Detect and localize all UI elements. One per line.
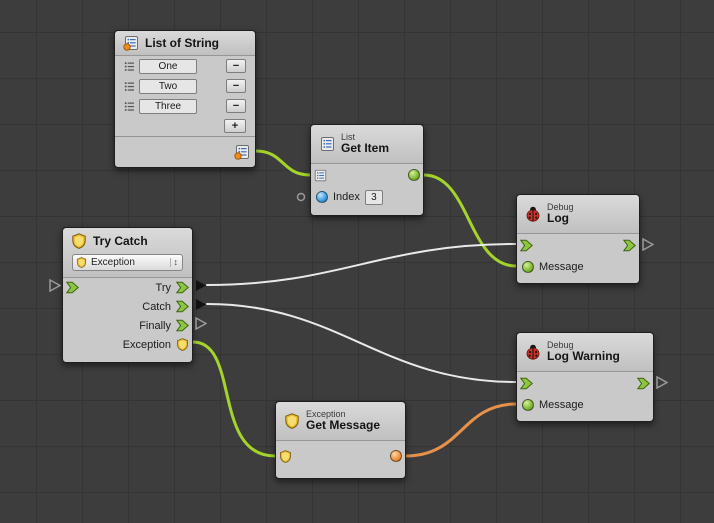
list-type-icon: [319, 136, 335, 152]
wire-list-to-getitem[interactable]: [254, 149, 312, 177]
catch-output-port[interactable]: [176, 300, 189, 313]
message-label: Message: [539, 399, 584, 411]
catch-output-stub-triangle[interactable]: [195, 298, 207, 311]
trycatch-input-stub-triangle[interactable]: [49, 279, 61, 292]
node-title: Get Item: [341, 141, 390, 156]
wire-catch-to-logwarning[interactable]: [206, 303, 517, 383]
list-item-icon: [124, 101, 135, 112]
list-item-icon: [124, 61, 135, 72]
node-title: Log: [547, 211, 569, 226]
log-output-stub-triangle[interactable]: [642, 238, 654, 251]
port-label-exception: Exception: [122, 338, 171, 351]
port-label-try: Try: [155, 281, 171, 294]
node-get-item[interactable]: List Get Item Index: [310, 124, 424, 216]
node-try-catch[interactable]: Try Catch Exception ↕ Try: [62, 227, 193, 363]
remove-item-button-2[interactable]: −: [226, 99, 246, 113]
finally-output-port[interactable]: [176, 319, 189, 332]
flow-output-port[interactable]: [637, 377, 650, 390]
exception-output-port[interactable]: [176, 338, 189, 351]
port-label-finally: Finally: [139, 319, 171, 332]
port-label-catch: Catch: [142, 300, 171, 313]
wire-try-to-log[interactable]: [206, 243, 517, 286]
node-get-message[interactable]: Exception Get Message: [275, 401, 406, 479]
logwarning-output-stub-triangle[interactable]: [656, 376, 668, 389]
shield-icon: [76, 257, 87, 268]
flow-input-port[interactable]: [66, 281, 79, 294]
node-log[interactable]: Debug Log Message: [516, 194, 640, 284]
list-output-port[interactable]: [234, 144, 250, 160]
wire-exception-to-getmessage[interactable]: [191, 340, 277, 458]
list-item-input-2[interactable]: [139, 98, 197, 114]
remove-item-button-1[interactable]: −: [226, 79, 246, 93]
remove-item-button-0[interactable]: −: [226, 59, 246, 73]
dropdown-value: Exception: [91, 257, 135, 268]
node-log-warning[interactable]: Debug Log Warning Message: [516, 332, 654, 422]
node-subtitle: Debug: [547, 201, 574, 212]
list-item-input-1[interactable]: [139, 78, 197, 94]
ladybug-debug-icon: [525, 206, 541, 222]
add-item-button[interactable]: +: [224, 119, 246, 133]
getitem-index-stub-circle[interactable]: [296, 192, 306, 202]
node-title: Log Warning: [547, 349, 620, 364]
try-output-port[interactable]: [176, 281, 189, 294]
list-item-row: −: [115, 76, 255, 96]
add-item-row: +: [115, 116, 255, 136]
message-input-port[interactable]: [522, 261, 534, 273]
index-input-port[interactable]: [316, 191, 328, 203]
wire-getmessage-to-logwarning-message[interactable]: [404, 402, 518, 458]
message-output-port[interactable]: [390, 450, 402, 462]
try-output-stub-triangle[interactable]: [195, 279, 207, 292]
node-title: List of String: [145, 36, 219, 50]
exception-type-dropdown[interactable]: Exception ↕: [72, 254, 183, 271]
node-subtitle: List: [341, 131, 356, 142]
exception-shield-icon: [71, 233, 87, 249]
exception-input-port[interactable]: [279, 449, 292, 463]
node-subtitle: Exception: [306, 408, 346, 419]
flow-input-port[interactable]: [520, 239, 533, 252]
list-item-icon: [124, 81, 135, 92]
list-item-input-0[interactable]: [139, 58, 197, 74]
list-type-icon: [123, 35, 139, 51]
node-title: Try Catch: [93, 234, 148, 248]
list-item-row: −: [115, 96, 255, 116]
list-item-row: −: [115, 56, 255, 76]
wire-getitem-to-log-message[interactable]: [422, 173, 518, 268]
list-output-footer: [115, 136, 255, 167]
node-list-of-string[interactable]: List of String − −: [114, 30, 256, 168]
item-output-port[interactable]: [408, 169, 420, 181]
index-label: Index: [333, 191, 360, 203]
dropdown-arrows-icon: ↕: [169, 258, 178, 267]
message-input-port[interactable]: [522, 399, 534, 411]
finally-output-stub-triangle[interactable]: [195, 317, 207, 330]
index-value-input[interactable]: [364, 189, 383, 205]
list-input-port[interactable]: [314, 169, 327, 182]
exception-shield-icon: [284, 413, 300, 429]
node-title: Get Message: [306, 418, 381, 433]
flow-input-port[interactable]: [520, 377, 533, 390]
message-label: Message: [539, 261, 584, 273]
node-subtitle: Debug: [547, 339, 574, 350]
ladybug-debug-icon: [525, 344, 541, 360]
flow-output-port[interactable]: [623, 239, 636, 252]
